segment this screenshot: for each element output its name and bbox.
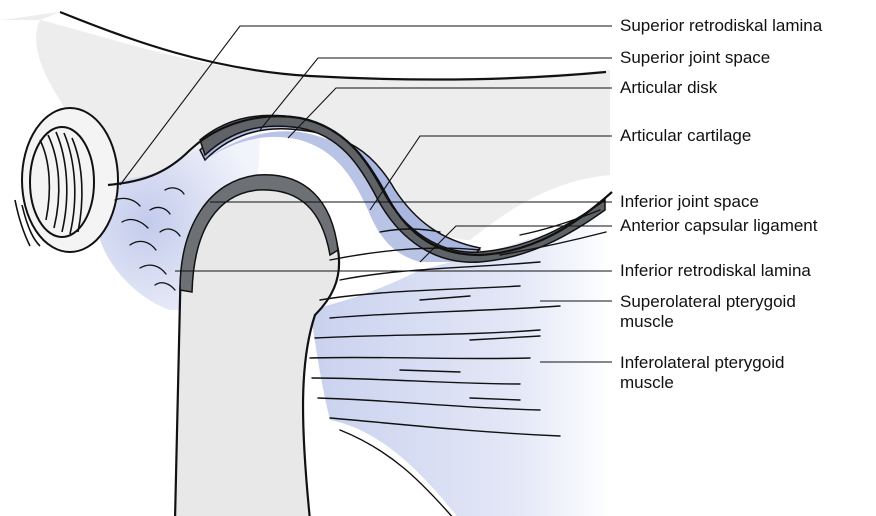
label-articular-cartilage: Articular cartilage bbox=[620, 126, 751, 146]
label-inferior-joint-space: Inferior joint space bbox=[620, 192, 759, 212]
label-articular-disk: Articular disk bbox=[620, 78, 717, 98]
label-superior-joint-space: Superior joint space bbox=[620, 48, 770, 68]
label-inferolateral-pterygoid-muscle: Inferolateral pterygoid muscle bbox=[620, 353, 870, 393]
skull-upper-bone bbox=[0, 12, 60, 20]
label-superolateral-pterygoid-muscle: Superolateral pterygoid muscle bbox=[620, 292, 870, 332]
label-anterior-capsular-ligament: Anterior capsular ligament bbox=[620, 216, 817, 236]
label-inferior-retrodiskal-lamina: Inferior retrodiskal lamina bbox=[620, 261, 811, 281]
label-superior-retrodiskal-lamina: Superior retrodiskal lamina bbox=[620, 16, 822, 36]
